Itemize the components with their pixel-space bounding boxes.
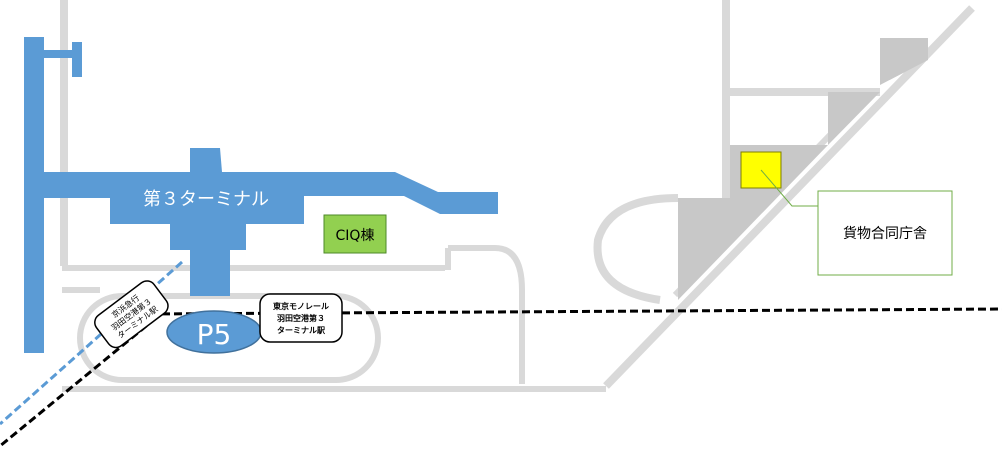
monorail-line (149, 307, 1002, 316)
cargo-office-leader-line (760, 169, 818, 207)
monorail-station-callout[interactable]: 東京モノレール 羽田空港第３ ターミナル駅 (259, 293, 343, 343)
cargo-area (678, 38, 928, 300)
ciq-building[interactable] (323, 214, 387, 254)
terminal-pier-arm (44, 50, 80, 58)
monorail-station-line-3: ターミナル駅 (277, 325, 326, 335)
terminal-pier-stub (72, 42, 82, 77)
keikyu-station-callout[interactable]: 京浜急行 羽田空港第３ ターミナル駅 (91, 277, 171, 351)
ciq-label: CIQ棟 (336, 228, 375, 244)
cargo-block-middle (828, 92, 880, 145)
cargo-office-callout-box[interactable] (817, 190, 953, 276)
road-diagonal (603, 5, 975, 389)
parking-p5-label: P5 (197, 318, 232, 351)
monorail-station-box (259, 293, 343, 343)
terminal-main-body (44, 148, 498, 296)
road-roundabout (593, 194, 679, 304)
terminal-pier-vertical (24, 37, 44, 353)
cargo-block-main (678, 145, 828, 300)
cargo-office-label: 貨物合同庁舎 (843, 225, 927, 242)
monorail-station-line-1: 東京モノレール (273, 301, 329, 311)
keikyu-station-box (94, 280, 169, 349)
terminal-3-building (24, 37, 498, 353)
rail-line-diagonal (0, 316, 157, 448)
road-loop-right (448, 245, 525, 384)
monorail-station-line-2: 羽田空港第３ (277, 313, 325, 323)
cargo-block-top (880, 38, 928, 85)
terminal-label: 第３ターミナル (143, 189, 269, 210)
